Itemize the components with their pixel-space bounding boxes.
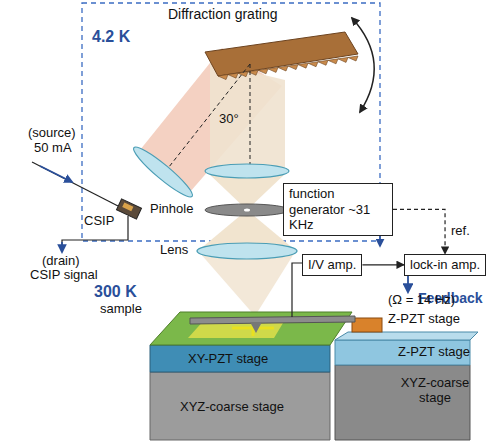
iv-wire	[292, 263, 302, 317]
part-label: 300 K	[94, 283, 137, 301]
feedback-arrow	[407, 274, 409, 292]
csip-chip	[116, 199, 141, 219]
part-label: 4.2 K	[92, 28, 130, 46]
source-wire	[32, 162, 118, 206]
part-label: Diffraction grating	[168, 6, 277, 22]
pinhole	[205, 204, 289, 216]
axis-line	[250, 64, 251, 165]
box-text: function generator ~31 KHz	[289, 186, 387, 233]
tip	[250, 322, 262, 333]
coarse-stage	[335, 365, 470, 440]
part-label: (drain)	[42, 254, 80, 269]
part-label: 30°	[219, 112, 239, 127]
xy-pzt-stage	[150, 345, 330, 372]
lens	[197, 243, 297, 259]
part-label: (source)	[28, 126, 76, 141]
source-arrow	[40, 166, 72, 182]
instrument-box: I/V amp.	[302, 254, 362, 276]
z-pzt-block	[352, 318, 382, 332]
rotation-arrow	[352, 18, 374, 112]
drain-arrow	[61, 242, 63, 252]
incidence-line	[165, 64, 250, 172]
instrument-box: function generator ~31 KHz	[283, 183, 393, 236]
part-label: Z-PZT stage	[388, 312, 460, 327]
signal-connector	[393, 209, 445, 254]
cantilever	[190, 316, 355, 324]
edge-label: ref.	[450, 224, 471, 239]
grating-teeth	[218, 56, 358, 80]
part-label: Lens	[160, 243, 188, 258]
part-label: XYZ-coarse stage	[180, 400, 284, 415]
box-text: I/V amp.	[308, 257, 356, 273]
coarse-stage	[150, 372, 330, 440]
part-label: Z-PZT stage	[398, 345, 470, 360]
diffraction-grating	[205, 32, 358, 76]
part-label: XYZ-coarse stage	[400, 376, 470, 406]
part-label: 50 mA	[34, 141, 72, 156]
part-label: (Ω = 14 Hz)	[388, 293, 455, 308]
part-label: sample	[100, 302, 142, 317]
part-label: CSIP	[84, 214, 114, 229]
instrument-box: lock-in amp.	[404, 254, 486, 276]
lens	[205, 164, 289, 178]
part-label: CSIP signal	[30, 268, 98, 283]
vertical-beam	[210, 62, 285, 170]
part-label: XY-PZT stage	[188, 352, 268, 367]
tilted-lens	[129, 142, 196, 202]
z-pzt-stage	[335, 340, 470, 365]
part-label: Pinhole	[150, 202, 193, 217]
signal-connector	[362, 264, 404, 265]
box-text: lock-in amp.	[410, 257, 480, 273]
sample-cone	[199, 252, 295, 316]
